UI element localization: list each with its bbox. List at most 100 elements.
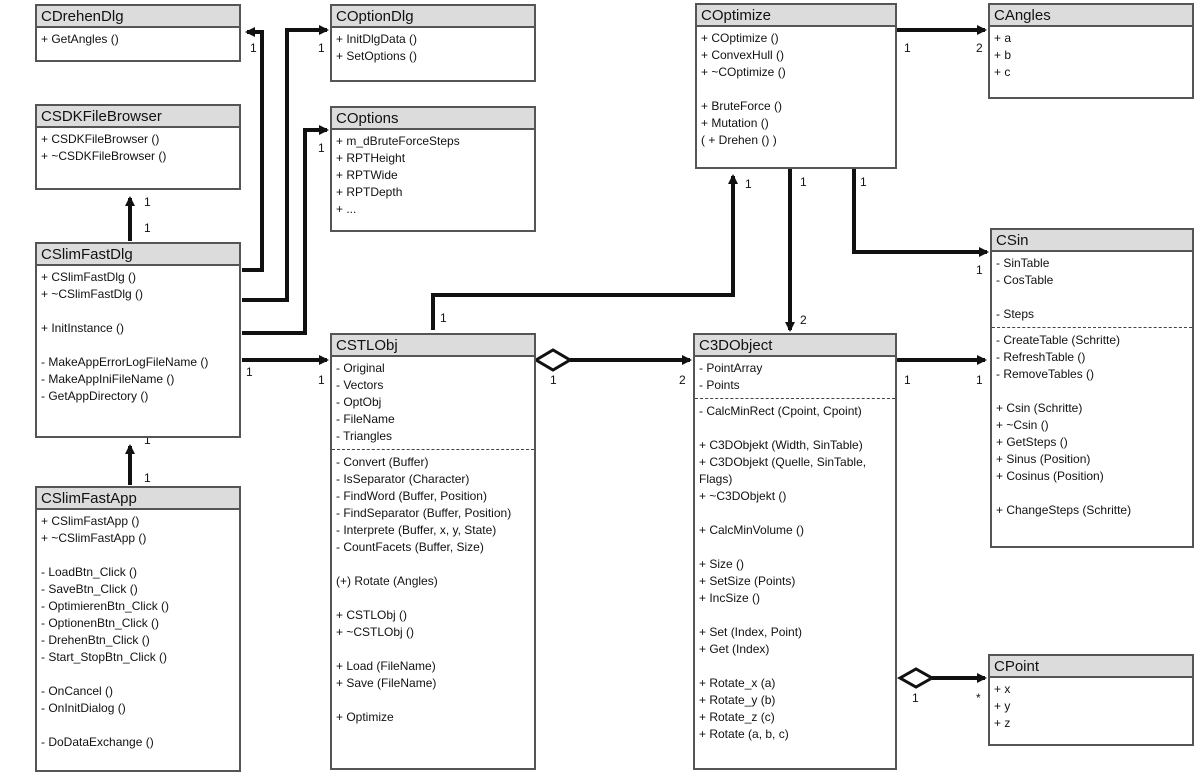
section-divider bbox=[695, 398, 895, 399]
spacer bbox=[41, 303, 235, 320]
class-csdkfilebrowser: CSDKFileBrowser+ CSDKFileBrowser ()+ ~CS… bbox=[35, 104, 241, 190]
class-name: COptions bbox=[332, 108, 534, 130]
class-name: CDrehenDlg bbox=[37, 6, 239, 28]
class-member: + RPTDepth bbox=[336, 185, 403, 199]
class-member: - FindWord (Buffer, Position) bbox=[336, 489, 487, 503]
dlg-to-optiondlg-line bbox=[242, 25, 329, 302]
class-member: - CalcMinRect (Cpoint, Cpoint) bbox=[699, 404, 862, 418]
class-attribute: - Vectors bbox=[336, 378, 384, 392]
class-member: - Interprete (Buffer, x, y, State) bbox=[336, 523, 497, 537]
class-attribute: - Original bbox=[336, 361, 385, 375]
class-member: - Start_StopBtn_Click () bbox=[41, 650, 168, 664]
class-member: (+) Rotate (Angles) bbox=[336, 574, 438, 588]
class-member: - GetAppDirectory () bbox=[41, 389, 149, 403]
class-attribute: - FileName bbox=[336, 412, 395, 426]
mult-app-dlg-top: 1 bbox=[144, 433, 151, 447]
class-body: + CSlimFastApp ()+ ~CSlimFastApp ()- Loa… bbox=[37, 510, 239, 754]
class-coptions: COptions+ m_dBruteForceSteps+ RPTHeight+… bbox=[330, 106, 536, 232]
spacer bbox=[996, 383, 1188, 400]
class-member: + Mutation () bbox=[701, 116, 769, 130]
mult-dlg-sdk-2: 1 bbox=[144, 221, 151, 235]
class-member: + ~COptimize () bbox=[701, 65, 786, 79]
spacer bbox=[336, 692, 530, 709]
class-member: + ~CSlimFastDlg () bbox=[41, 287, 144, 301]
aggregation-diamond-3dobject bbox=[896, 667, 936, 689]
class-member: + b bbox=[994, 48, 1012, 62]
class-member: - DrehenBtn_Click () bbox=[41, 633, 150, 647]
class-cstlobj: CSTLObj- Original- Vectors- OptObj- File… bbox=[330, 333, 536, 770]
class-member: + z bbox=[994, 716, 1011, 730]
mult-dlg-sdk: 1 bbox=[144, 195, 151, 209]
mult-options: 1 bbox=[318, 141, 325, 155]
spacer bbox=[336, 556, 530, 573]
class-body: + GetAngles () bbox=[37, 28, 239, 51]
spacer bbox=[699, 420, 891, 437]
class-member: + IncSize () bbox=[699, 591, 761, 605]
class-coptiondlg: COptionDlg+ InitDlgData ()+ SetOptions (… bbox=[330, 4, 536, 82]
class-cangles: CAngles+ a+ b+ c bbox=[988, 3, 1194, 99]
class-name: COptionDlg bbox=[332, 6, 534, 28]
class-csin: CSin- SinTable- CosTable- Steps- CreateT… bbox=[990, 228, 1194, 548]
class-member: + CSDKFileBrowser () bbox=[41, 132, 160, 146]
spacer bbox=[41, 547, 235, 564]
class-member: + InitInstance () bbox=[41, 321, 125, 335]
class-body: - PointArray- Points- CalcMinRect (Cpoin… bbox=[695, 357, 895, 746]
class-member: - MakeAppErrorLogFileName () bbox=[41, 355, 209, 369]
class-member: - FindSeparator (Buffer, Position) bbox=[336, 506, 512, 520]
class-member: + ChangeSteps (Schritte) bbox=[996, 503, 1132, 517]
class-attribute: - CosTable bbox=[996, 273, 1054, 287]
mult-app-dlg-bottom: 1 bbox=[144, 471, 151, 485]
section-divider bbox=[992, 327, 1192, 328]
class-member: - IsSeparator (Character) bbox=[336, 472, 470, 486]
class-member: + Csin (Schritte) bbox=[996, 401, 1083, 415]
mult-dlg-stl-dst: 1 bbox=[318, 373, 325, 387]
class-body: + m_dBruteForceSteps+ RPTHeight+ RPTWide… bbox=[332, 130, 534, 221]
class-member: + Sinus (Position) bbox=[996, 452, 1091, 466]
dlg-to-options-line bbox=[242, 125, 329, 335]
spacer bbox=[336, 590, 530, 607]
class-member: + BruteForce () bbox=[701, 99, 783, 113]
class-member: + SetOptions () bbox=[336, 49, 418, 63]
stlobj-to-optimize-line bbox=[431, 174, 738, 330]
class-member: + CalcMinVolume () bbox=[699, 523, 805, 537]
mult-stl-3d-src: 1 bbox=[550, 373, 557, 387]
mult-3d-point-dst: * bbox=[976, 691, 981, 705]
class-member: - CreateTable (Schritte) bbox=[996, 333, 1121, 347]
class-member: + GetAngles () bbox=[41, 32, 119, 46]
section-divider bbox=[332, 449, 534, 450]
class-member: + ~C3DObjekt () bbox=[699, 489, 787, 503]
class-member: - LoadBtn_Click () bbox=[41, 565, 138, 579]
mult-opt-3d-src: 1 bbox=[800, 175, 807, 189]
class-member: + Optimize bbox=[336, 710, 394, 724]
mult-stl-opt: 1 bbox=[440, 311, 447, 325]
class-member: + RPTWide bbox=[336, 168, 398, 182]
class-member: + GetSteps () bbox=[996, 435, 1068, 449]
class-body: + COptimize ()+ ConvexHull ()+ ~COptimiz… bbox=[697, 27, 895, 152]
class-member: + m_dBruteForceSteps bbox=[336, 134, 460, 148]
class-cslimfastapp: CSlimFastApp+ CSlimFastApp ()+ ~CSlimFas… bbox=[35, 486, 241, 772]
class-c3dobject: C3DObject- PointArray- Points- CalcMinRe… bbox=[693, 333, 897, 770]
class-name: CAngles bbox=[990, 5, 1192, 27]
class-member: - MakeAppIniFileName () bbox=[41, 372, 175, 386]
class-member: - RefreshTable () bbox=[996, 350, 1086, 364]
class-member: + C3DObjekt (Width, SinTable) bbox=[699, 438, 863, 452]
class-member: + a bbox=[994, 31, 1012, 45]
optimize-to-sin-line bbox=[852, 168, 989, 257]
class-member: + CSlimFastApp () bbox=[41, 514, 140, 528]
aggregation-diamond-stlobj bbox=[533, 348, 573, 372]
class-member: Flags) bbox=[699, 472, 733, 486]
class-name: CSin bbox=[992, 230, 1192, 252]
class-member: + ... bbox=[336, 202, 357, 216]
class-attribute: - Steps bbox=[996, 307, 1035, 321]
spacer bbox=[996, 485, 1188, 502]
class-attribute: - Points bbox=[699, 378, 740, 392]
class-body: + InitDlgData ()+ SetOptions () bbox=[332, 28, 534, 68]
class-attribute: - Triangles bbox=[336, 429, 393, 443]
class-cslimfastdlg: CSlimFastDlg+ CSlimFastDlg ()+ ~CSlimFas… bbox=[35, 242, 241, 438]
mult-opt-angles-dst: 2 bbox=[976, 41, 983, 55]
mult-dlg-drehen: 1 bbox=[250, 41, 257, 55]
class-member: + x bbox=[994, 682, 1011, 696]
class-coptimize: COptimize+ COptimize ()+ ConvexHull ()+ … bbox=[695, 3, 897, 169]
spacer bbox=[41, 337, 235, 354]
